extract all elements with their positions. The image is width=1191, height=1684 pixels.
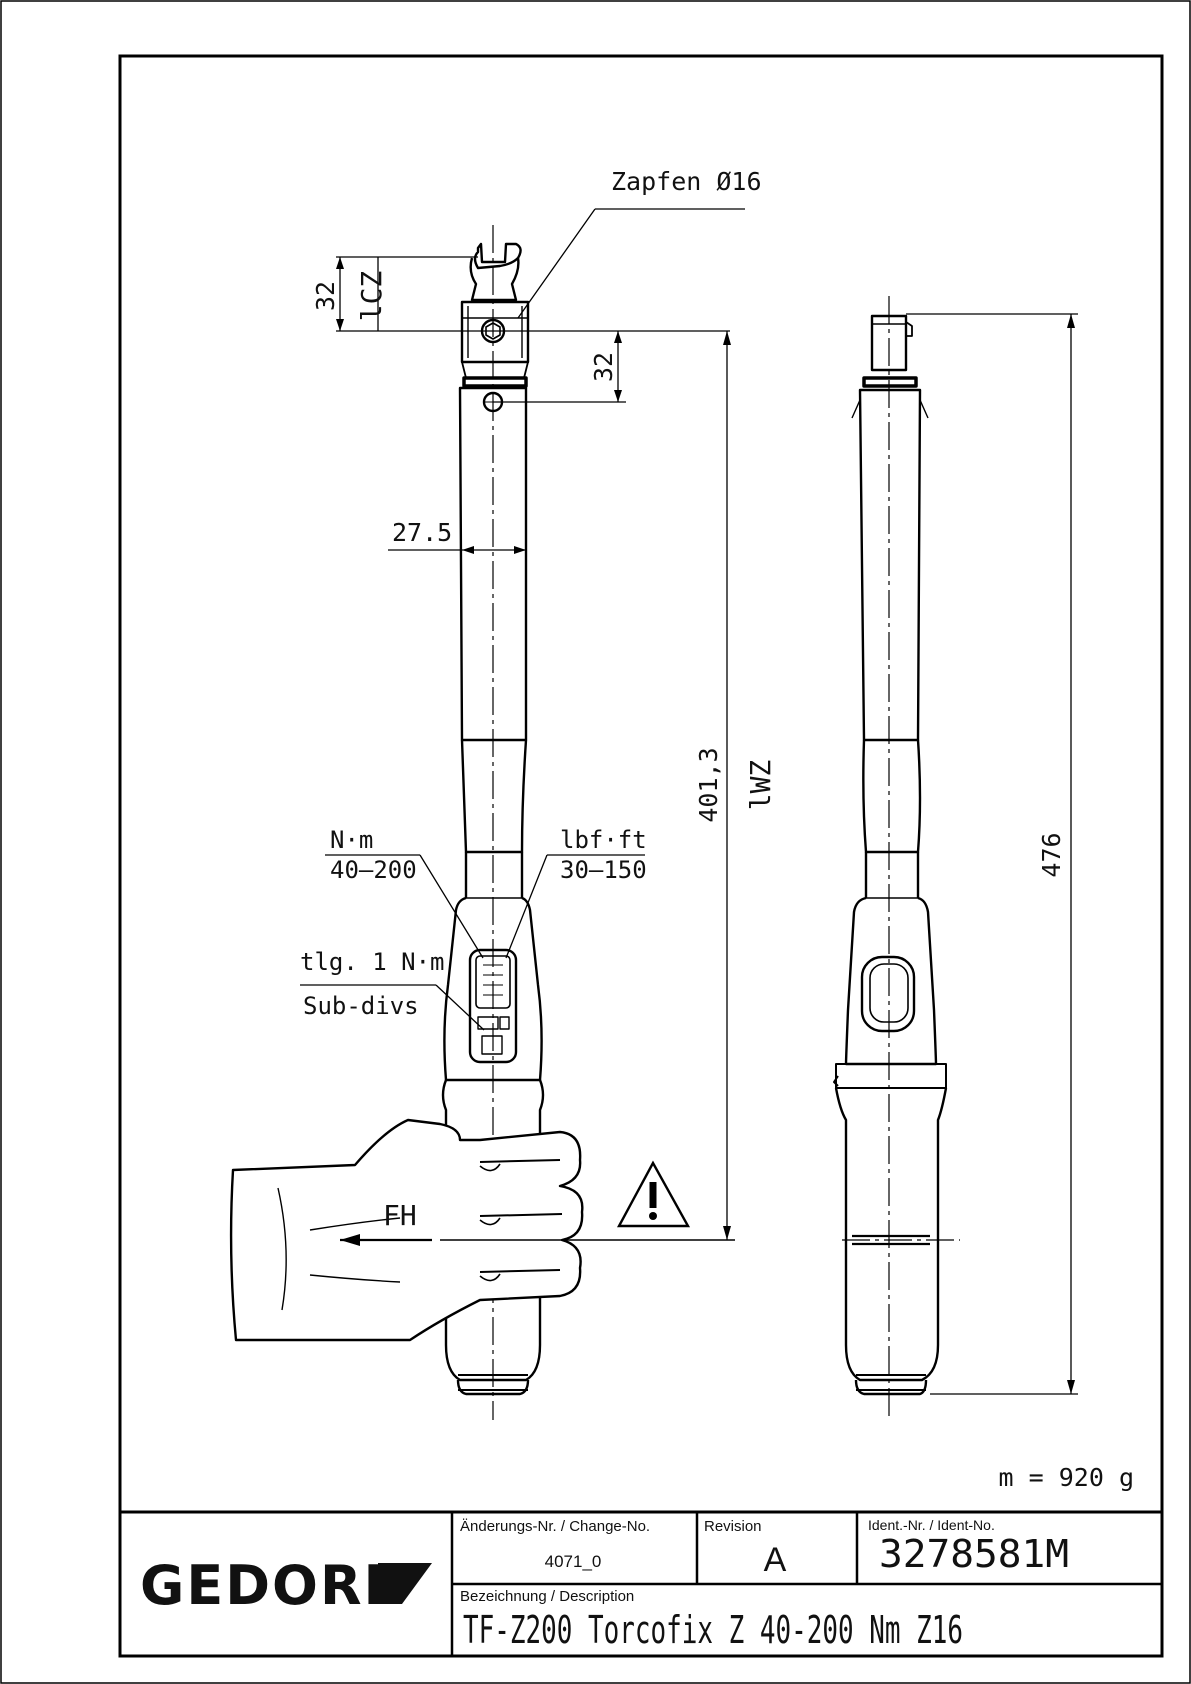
- range-nm-label: 40–200: [330, 856, 417, 884]
- dim-32-right: 32: [589, 352, 618, 382]
- revision-label: Revision: [704, 1518, 762, 1535]
- gedore-logo-mark: [378, 1563, 432, 1604]
- drawing-frame: [118, 54, 1164, 1658]
- unit-lbf-label: lbf·ft: [560, 826, 647, 854]
- width-dim-label: 27.5: [392, 518, 452, 547]
- change-no-value: 4071_0: [545, 1552, 602, 1571]
- torque-wrench-front-view: [441, 242, 545, 1396]
- subdiv-de-label: tlg. 1 N·m: [300, 948, 445, 976]
- pin-label: Zapfen Ø16: [611, 167, 762, 196]
- description-label: Bezeichnung / Description: [460, 1588, 634, 1605]
- dimensions-side: [906, 313, 1078, 1395]
- change-no-label: Änderungs-Nr. / Change-No.: [460, 1518, 650, 1535]
- warning-triangle-icon: [616, 1160, 691, 1228]
- ident-no-value: 3278581M: [879, 1532, 1069, 1576]
- force-label: FH: [383, 1199, 417, 1232]
- lcz-label: lCZ: [355, 271, 388, 322]
- dim-32-left: 32: [311, 281, 340, 311]
- mass-label: m = 920 g: [999, 1463, 1134, 1492]
- ident-no-label: Ident.-Nr. / Ident-No.: [868, 1517, 995, 1533]
- lwz-label: lWZ: [744, 760, 777, 811]
- dimensions-front: [300, 208, 745, 1240]
- force-arrowhead: [340, 1234, 360, 1246]
- total-length-label: 476: [1037, 832, 1066, 877]
- description-value: TF-Z200 Torcofix Z 40-200 Nm Z16: [463, 1608, 963, 1652]
- gedore-logo: GEDORE: [140, 1554, 402, 1617]
- title-block: [120, 1510, 1162, 1656]
- torque-wrench-side-view: [833, 314, 948, 1396]
- unit-nm-label: N·m: [330, 826, 373, 854]
- hand-drawing: [229, 1118, 584, 1342]
- subdiv-en-label: Sub-divs: [303, 992, 419, 1020]
- range-lbf-label: 30–150: [560, 856, 647, 884]
- working-length-label: 401,3: [694, 747, 723, 822]
- revision-value: A: [764, 1541, 787, 1579]
